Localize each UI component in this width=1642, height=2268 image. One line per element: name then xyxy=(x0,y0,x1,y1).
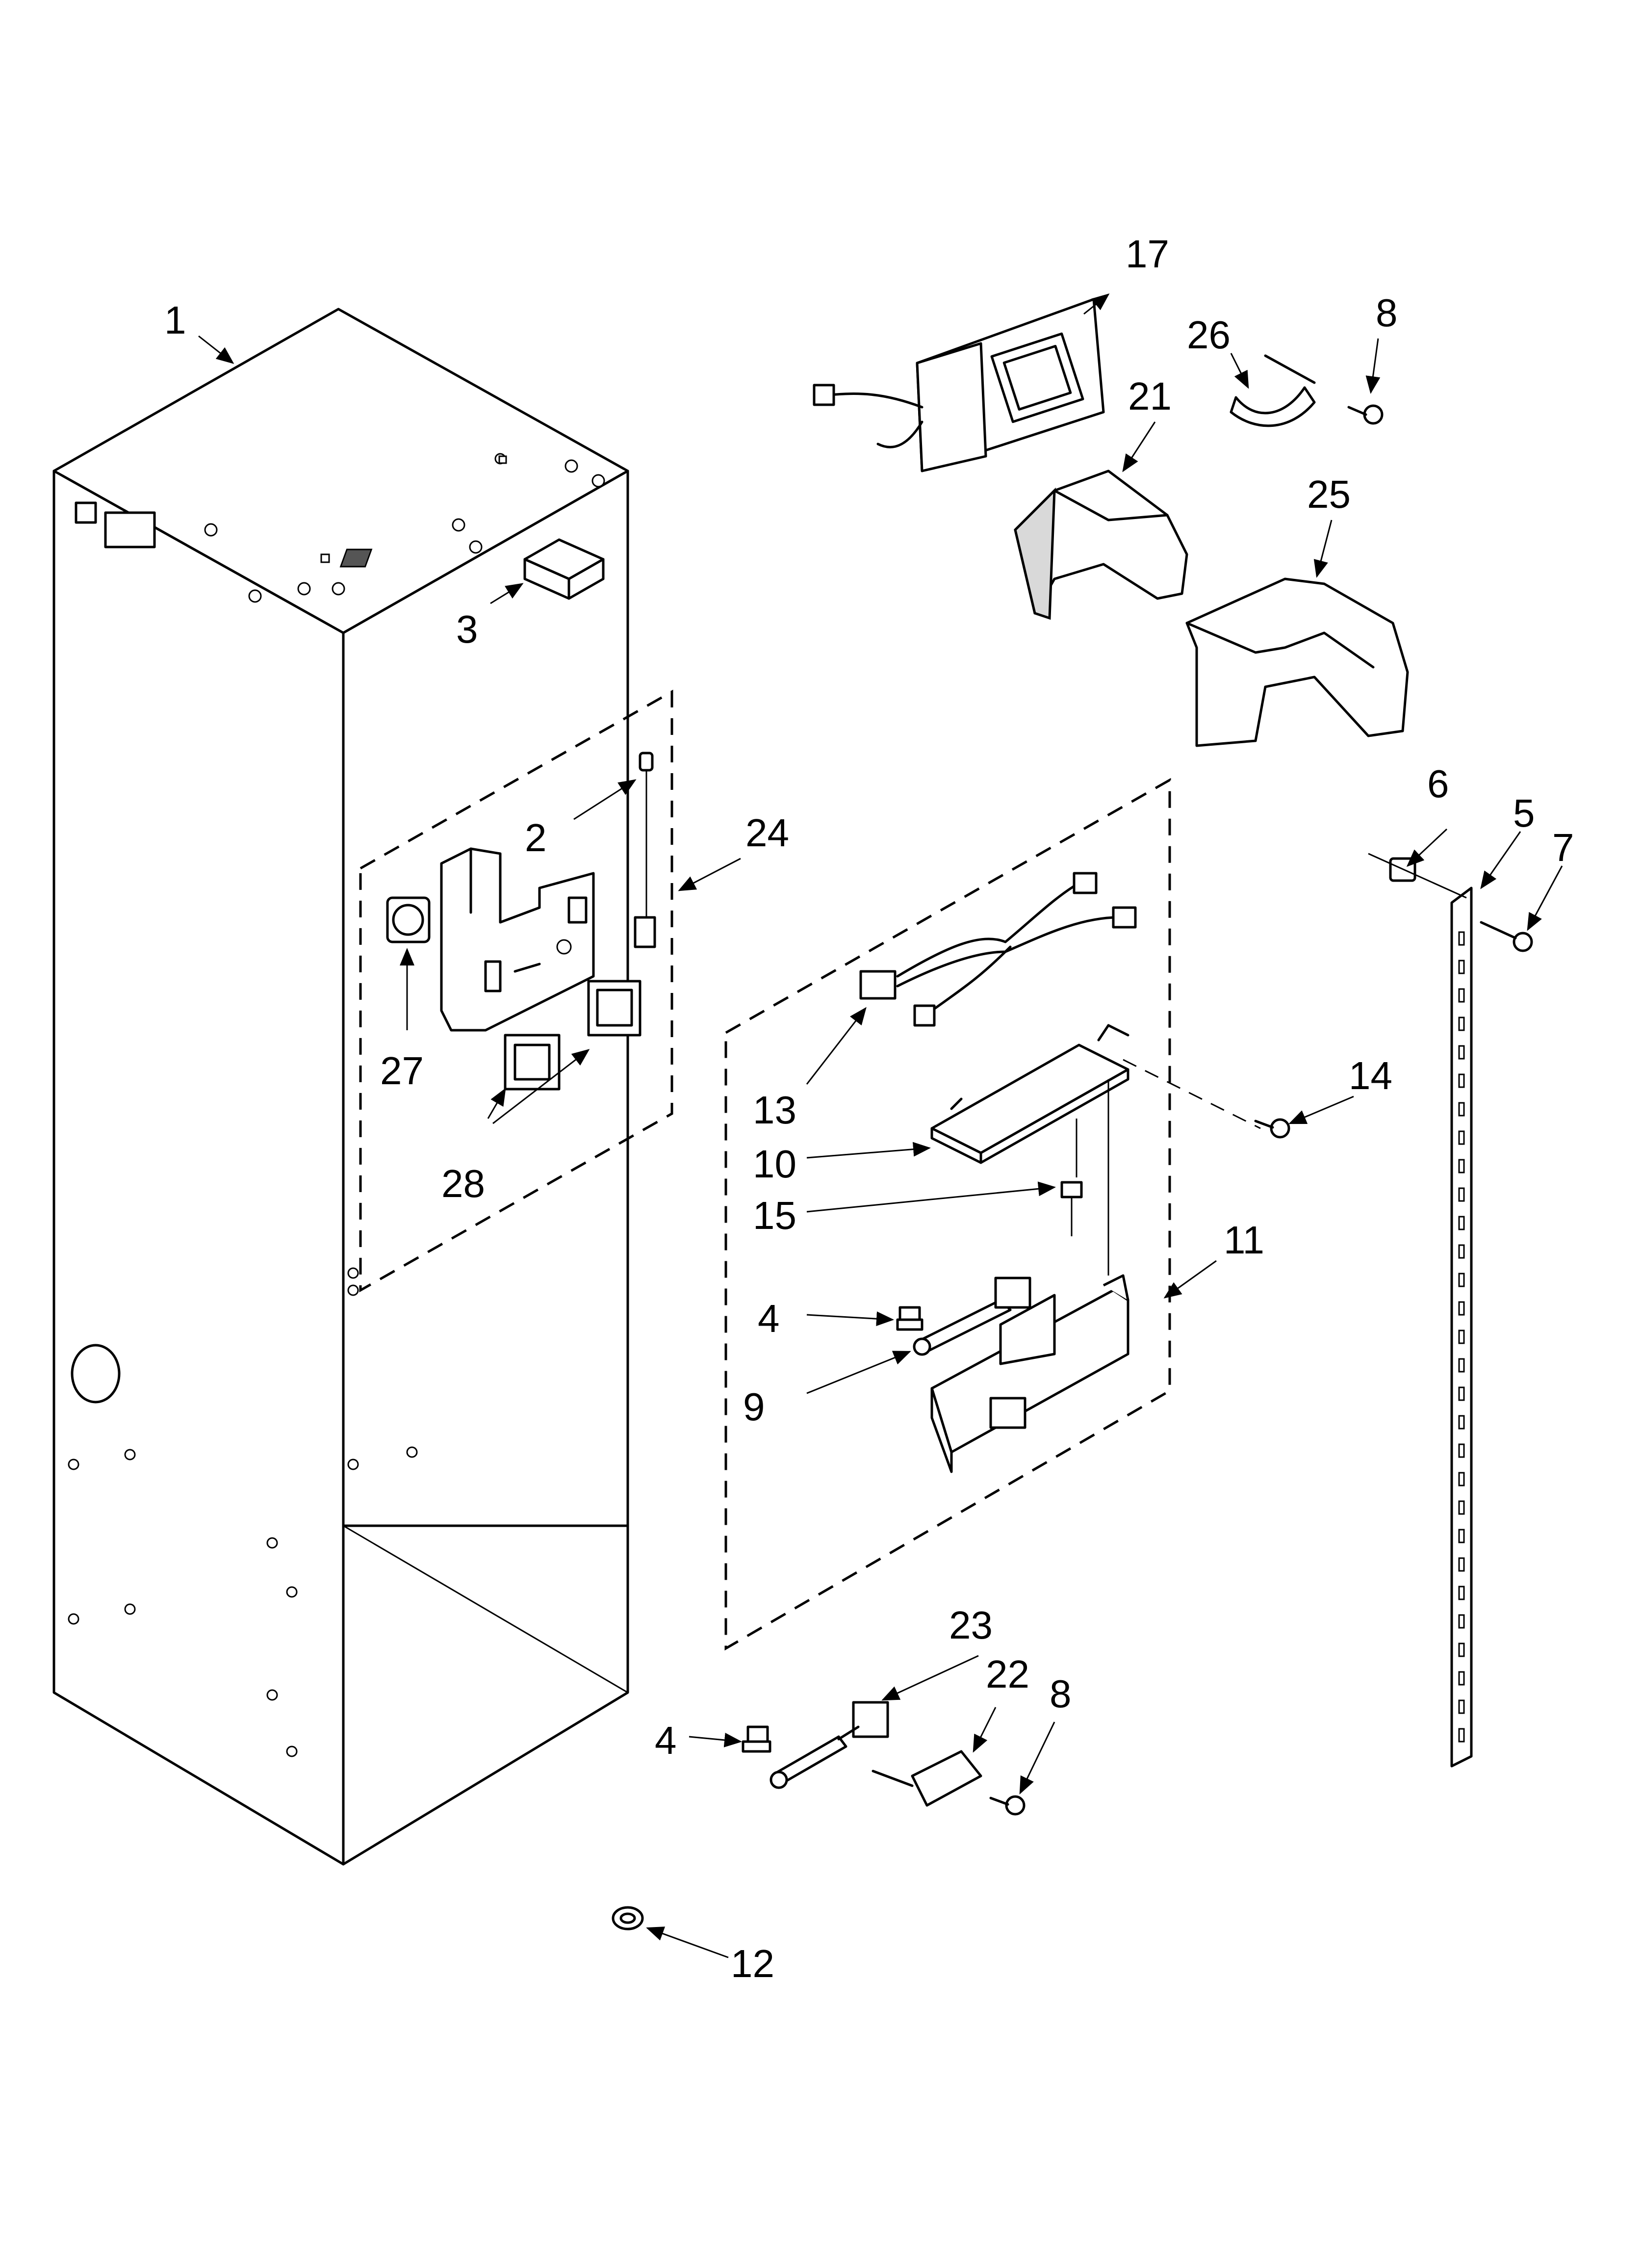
callout-22: 22 xyxy=(986,1652,1029,1696)
rail-slot xyxy=(1458,1244,1465,1259)
rail-slots xyxy=(1458,931,1465,1743)
part-8-screw-upper xyxy=(1347,404,1384,425)
part-6-nut xyxy=(1368,853,1467,899)
rail-slot xyxy=(1458,1699,1465,1714)
callout-1: 1 xyxy=(164,298,186,342)
part-3-housing xyxy=(339,538,605,600)
rail-slot xyxy=(1458,1614,1465,1629)
callout-28: 28 xyxy=(441,1162,485,1205)
part-23-sensor xyxy=(770,1701,889,1789)
rail-slot xyxy=(1458,1159,1465,1173)
callout-10: 10 xyxy=(753,1142,796,1186)
rail-slot xyxy=(1458,988,1465,1003)
rail-slot xyxy=(1458,1728,1465,1743)
rail-slot xyxy=(1458,1301,1465,1316)
rail-slot xyxy=(1458,1045,1465,1060)
part-12-washer xyxy=(612,1906,644,1930)
part-9-sensor xyxy=(913,1277,1031,1356)
rail-slot xyxy=(1458,1102,1465,1117)
callout-4-upper: 4 xyxy=(758,1297,780,1340)
rail-slot xyxy=(1458,1415,1465,1430)
rail-slot xyxy=(1458,1358,1465,1373)
rail-slot xyxy=(1458,1443,1465,1458)
part-4-clip-upper xyxy=(896,1306,924,1331)
part-8-screw-lower xyxy=(989,1795,1026,1816)
rail-slot xyxy=(1458,1073,1465,1088)
part-28-pads xyxy=(504,980,641,1091)
part-10-cover xyxy=(930,1024,1261,1164)
callout-14: 14 xyxy=(1349,1054,1392,1097)
callout-4-lower: 4 xyxy=(655,1719,677,1762)
callout-9: 9 xyxy=(743,1385,765,1429)
callout-12: 12 xyxy=(731,1942,774,1985)
part-25-duct xyxy=(1185,577,1409,747)
rail-slot xyxy=(1458,1671,1465,1686)
part-11-housing xyxy=(930,1079,1129,1473)
callout-21: 21 xyxy=(1128,374,1172,418)
rail-slot xyxy=(1458,1017,1465,1031)
part-2-wire xyxy=(634,752,656,948)
part-7-screw xyxy=(1480,921,1533,952)
rail-slot xyxy=(1458,1187,1465,1202)
rail-slot xyxy=(1458,1500,1465,1515)
part-11-group-outline xyxy=(724,778,1171,1651)
callout-25: 25 xyxy=(1307,472,1351,516)
part-17-fan xyxy=(813,298,1105,472)
part-13-harness xyxy=(859,872,1137,1027)
callout-15: 15 xyxy=(753,1194,796,1237)
part-22-thermostat xyxy=(872,1750,982,1807)
rail-slot xyxy=(1458,1273,1465,1287)
part-24-group-outline xyxy=(359,689,673,1293)
part-14-screw xyxy=(1254,1118,1290,1139)
part-26-strap xyxy=(1230,354,1316,427)
rail-slot xyxy=(1458,1330,1465,1344)
callout-11: 11 xyxy=(1224,1218,1264,1262)
callout-27: 27 xyxy=(380,1049,424,1093)
callout-7: 7 xyxy=(1552,826,1574,869)
rail-slot xyxy=(1458,1586,1465,1600)
callout-8-upper: 8 xyxy=(1376,291,1398,335)
rail-slot xyxy=(1458,1386,1465,1401)
callout-5: 5 xyxy=(1513,791,1535,835)
part-27-grommet xyxy=(386,896,431,943)
callout-26: 26 xyxy=(1187,313,1231,357)
rail-slot xyxy=(1458,1642,1465,1657)
part-4-clip-lower xyxy=(742,1725,771,1753)
cabinet xyxy=(52,308,629,1866)
cabinet-top-holes xyxy=(204,453,605,603)
callout-23: 23 xyxy=(949,1603,993,1647)
callout-labels: 1 17 8 26 21 25 3 2 24 27 28 6 5 7 14 13… xyxy=(164,232,1574,1985)
rail-slot xyxy=(1458,1216,1465,1230)
rail-slot xyxy=(1458,960,1465,974)
rail-slot xyxy=(1458,1529,1465,1543)
cabinet-side-holes xyxy=(68,1267,418,1757)
callout-3: 3 xyxy=(456,607,478,651)
callout-6: 6 xyxy=(1427,762,1449,806)
callout-2: 2 xyxy=(525,816,547,860)
callout-17: 17 xyxy=(1126,232,1169,276)
part-5-rail xyxy=(1450,886,1473,1768)
rail-slot xyxy=(1458,1130,1465,1145)
leader-arrows xyxy=(198,293,1563,1958)
callout-13: 13 xyxy=(753,1088,796,1132)
part-15-screw xyxy=(1060,1119,1083,1236)
rail-slot xyxy=(1458,1557,1465,1572)
callout-8-lower: 8 xyxy=(1050,1672,1072,1716)
callout-24: 24 xyxy=(745,811,789,855)
part-21-duct xyxy=(1014,469,1188,620)
rail-slot xyxy=(1458,931,1465,946)
rail-slot xyxy=(1458,1472,1465,1486)
control-bracket xyxy=(440,847,595,1032)
